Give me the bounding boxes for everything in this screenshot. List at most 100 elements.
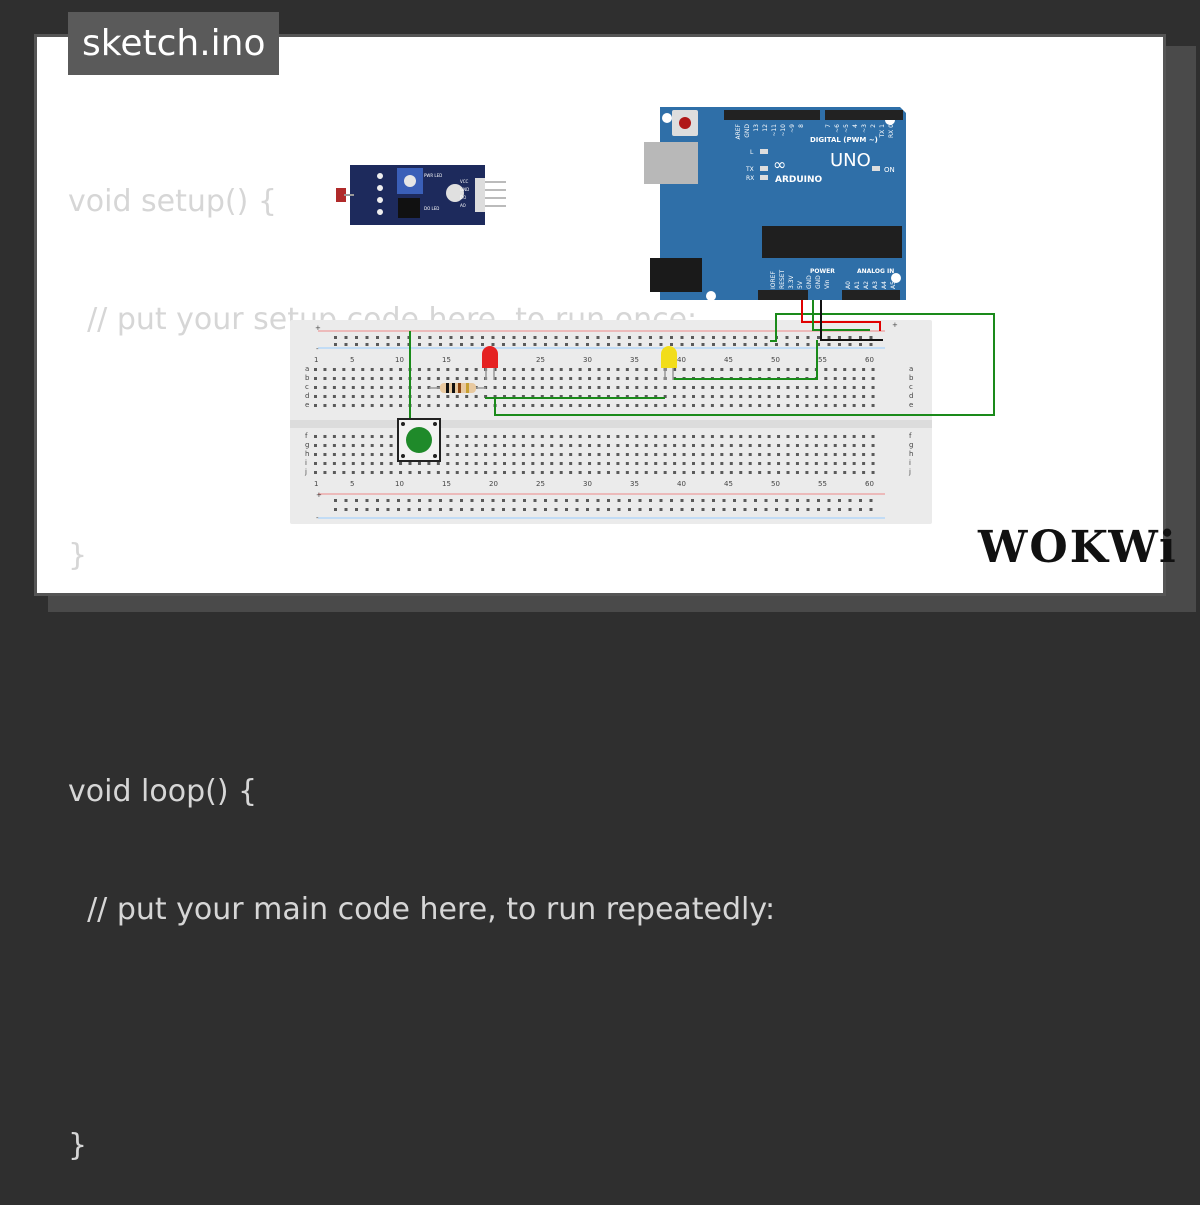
svg-text:RX 0: RX 0 [888, 124, 895, 138]
rail-plus-label: + [892, 321, 898, 329]
rail-plus-label: + [315, 324, 321, 332]
svg-text:~11: ~11 [771, 124, 778, 137]
reset-button-cap [679, 117, 691, 129]
svg-text:DO: DO [460, 195, 466, 200]
svg-text:13: 13 [753, 124, 760, 132]
svg-text:35: 35 [630, 480, 639, 488]
svg-text:25: 25 [536, 356, 545, 364]
svg-text:4: 4 [852, 124, 859, 128]
arduino-brand-label: ARDUINO [775, 175, 823, 185]
svg-text:g: g [909, 441, 913, 449]
svg-text:55: 55 [818, 480, 827, 488]
svg-text:GND: GND [815, 275, 822, 289]
svg-text:15: 15 [442, 480, 451, 488]
svg-text:IOREF: IOREF [770, 271, 777, 289]
sensor-led [446, 184, 464, 202]
tx-label: TX [745, 166, 754, 173]
svg-text:AREF: AREF [735, 123, 742, 139]
svg-text:a: a [305, 365, 309, 373]
svg-text:A4: A4 [881, 281, 888, 289]
rail-minus-label: - [316, 345, 319, 353]
svg-text:30: 30 [583, 480, 592, 488]
code-line: void setup() { [68, 184, 277, 219]
on-label: ON [884, 166, 895, 174]
svg-text:A0: A0 [845, 281, 852, 289]
svg-text:1: 1 [314, 480, 318, 488]
analog-pin-labels: A0 A1 A2 A3 A4 A5 [845, 281, 897, 289]
svg-text:5: 5 [350, 480, 354, 488]
infinity-logo: ∞ [773, 155, 786, 174]
power-header [758, 290, 808, 300]
svg-text:25: 25 [536, 480, 545, 488]
usb-port [644, 142, 698, 184]
red-led[interactable] [482, 346, 498, 380]
svg-text:d: d [305, 392, 309, 400]
svg-text:c: c [909, 383, 913, 391]
svg-text:TX 1: TX 1 [879, 124, 886, 139]
code-line: void loop() { [68, 774, 258, 809]
wire-black-gnd [820, 300, 883, 341]
filename-tab[interactable]: sketch.ino [68, 12, 280, 75]
svg-text:i: i [305, 459, 307, 467]
svg-text:15: 15 [442, 356, 451, 364]
arduino-uno-board[interactable]: ∞ UNO ARDUINO DIGITAL (PWM ~) POWER ANAL… [644, 107, 906, 301]
digital-label: DIGITAL (PWM ~) [810, 136, 878, 144]
uno-label: UNO [830, 150, 871, 171]
breadboard[interactable]: + + - + - 1 5 10 15 20 25 30 35 40 45 50… [290, 320, 932, 524]
svg-text:60: 60 [865, 480, 874, 488]
svg-text:VCC: VCC [460, 179, 469, 184]
svg-text:a: a [909, 365, 913, 373]
digital-pin-labels: AREF GND 13 12 ~11 ~10 ~9 8 7 ~6 ~5 4 ~3… [735, 123, 895, 139]
svg-text:j: j [304, 468, 307, 476]
svg-text:GND: GND [744, 124, 751, 138]
svg-text:7: 7 [825, 124, 832, 128]
svg-text:20: 20 [489, 480, 498, 488]
wire-green-long [494, 313, 995, 416]
svg-text:5V: 5V [797, 280, 804, 289]
svg-text:50: 50 [771, 480, 780, 488]
svg-text:A2: A2 [863, 281, 870, 289]
comparator-chip [398, 198, 420, 218]
svg-text:f: f [305, 432, 308, 440]
on-led [872, 166, 880, 171]
svg-text:45: 45 [724, 480, 733, 488]
svg-text:~5: ~5 [843, 124, 850, 133]
svg-text:3.3V: 3.3V [788, 274, 795, 289]
svg-text:i: i [909, 459, 911, 467]
svg-text:Vin: Vin [824, 279, 831, 289]
svg-text:PWR LED: PWR LED [424, 173, 442, 178]
tx-led [760, 166, 768, 171]
svg-text:b: b [305, 374, 310, 382]
svg-text:40: 40 [677, 356, 686, 364]
svg-text:~9: ~9 [789, 124, 796, 133]
analog-header [842, 290, 900, 300]
svg-text:45: 45 [724, 356, 733, 364]
svg-text:55: 55 [818, 356, 827, 364]
svg-text:b: b [909, 374, 914, 382]
svg-text:c: c [305, 383, 309, 391]
breadboard-holes [314, 336, 875, 511]
svg-text:g: g [305, 441, 309, 449]
code-line: // put your main code here, to run repea… [68, 892, 776, 927]
rx-label: RX [746, 175, 754, 182]
microcontroller-chip [762, 226, 902, 258]
resistor[interactable] [429, 383, 486, 393]
svg-text:~6: ~6 [834, 124, 841, 133]
light-sensor-module[interactable]: VCC GND DO AO PWR LED DO LED [336, 165, 506, 225]
push-button[interactable] [397, 418, 441, 462]
rail-plus-label: + [316, 491, 322, 499]
yellow-led[interactable] [661, 346, 677, 380]
svg-text:12: 12 [762, 124, 769, 132]
svg-text:50: 50 [771, 356, 780, 364]
rail-minus-label: - [316, 514, 319, 522]
svg-text:h: h [305, 450, 309, 458]
svg-text:j: j [908, 468, 911, 476]
svg-text:2: 2 [870, 124, 877, 128]
digital-header-left [724, 110, 820, 120]
wire-green-gnd [812, 300, 870, 331]
svg-text:60: 60 [865, 356, 874, 364]
power-pin-labels: IOREF RESET 3.3V 5V GND GND Vin [770, 269, 831, 289]
power-label: POWER [810, 268, 835, 275]
svg-text:~10: ~10 [780, 124, 787, 137]
wires [409, 300, 995, 420]
